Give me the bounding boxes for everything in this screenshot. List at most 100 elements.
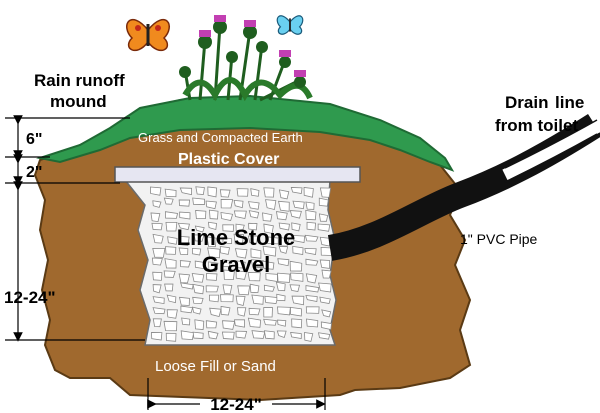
gravel-stone <box>289 260 303 272</box>
butterfly-icon <box>126 18 170 52</box>
dim-cover-label: 2" <box>26 164 42 181</box>
gravel-stone <box>248 222 258 231</box>
gravel-stone <box>219 189 231 198</box>
gravel-stone <box>208 261 219 273</box>
gravel-stone <box>303 186 314 198</box>
gravel-stone <box>178 296 190 306</box>
gravel-label: Lime Stone <box>177 225 296 250</box>
gravel-stone <box>276 211 288 221</box>
gravel-stone <box>304 332 314 342</box>
gravel-label-2: Gravel <box>202 252 271 277</box>
gravel-stone <box>181 317 191 326</box>
gravel-stone <box>265 199 277 211</box>
gravel-stone <box>277 236 290 247</box>
gravel-stone <box>164 188 177 198</box>
gravel-stone <box>277 258 290 267</box>
gravel-stone <box>205 273 218 281</box>
gravel-stone <box>166 294 177 304</box>
gravel-stone <box>305 209 317 221</box>
gravel-stone <box>263 330 275 340</box>
gravel-stone <box>152 284 162 294</box>
gravel-stone <box>291 295 305 306</box>
gravel-stone <box>150 212 161 223</box>
gravel-stone <box>191 247 202 256</box>
gravel-stone <box>305 306 320 314</box>
gravel-stone <box>165 221 178 232</box>
gravel-stone <box>304 248 317 255</box>
gravel-stone <box>318 282 332 293</box>
gravel-stone <box>152 307 166 315</box>
gravel-stone <box>278 200 290 212</box>
drain-line-label: Drain <box>505 93 548 112</box>
gravel-stone <box>290 272 304 282</box>
gravel-stone <box>220 199 234 209</box>
gravel-stone <box>194 260 207 270</box>
gravel-stone <box>191 273 205 283</box>
gravel-stone <box>250 188 260 197</box>
butterfly-icon <box>276 15 304 35</box>
gravel-stone <box>192 197 206 205</box>
gravel-stone <box>220 212 234 221</box>
gravel-stone <box>278 189 290 200</box>
gravel-stone <box>276 330 287 339</box>
gravel-stones <box>150 186 333 342</box>
gravel-stone <box>233 233 244 245</box>
gravel-stone <box>164 258 177 269</box>
gravel-stone <box>290 187 303 194</box>
gravel-stone <box>247 317 262 328</box>
gravel-stone <box>195 186 205 195</box>
gravel-stone <box>319 296 331 304</box>
gravel-stone <box>318 213 329 222</box>
gravel-stone <box>263 318 277 326</box>
gravel-stone <box>180 330 195 341</box>
dimension-arrow-icon <box>147 378 326 410</box>
gravel-stone <box>264 295 279 304</box>
dim-depth-label: 12-24" <box>4 288 56 307</box>
gravel-stone <box>165 246 177 255</box>
rain-runoff-label-2: mound <box>50 92 107 111</box>
gravel-stone <box>319 236 331 247</box>
gravel-stone <box>277 272 291 283</box>
gravel-stone <box>305 258 319 266</box>
gravel-stone <box>178 199 191 207</box>
gravel-stone <box>223 269 235 281</box>
gravel-stone <box>321 269 332 279</box>
dim-mound-label: 6" <box>26 131 42 148</box>
rain-runoff-label: Rain runoff <box>34 71 125 90</box>
gravel-stone <box>292 245 304 255</box>
gravel-stone <box>180 282 194 290</box>
gravel-stone <box>318 197 329 207</box>
gravel-stone <box>278 222 290 231</box>
gravel-stone <box>289 210 302 219</box>
loose-fill-label: Loose Fill or Sand <box>155 358 276 375</box>
gravel-stone <box>194 319 205 330</box>
gravel-stone <box>247 235 259 245</box>
gravel-stone <box>237 285 251 296</box>
drain-line-label-2: line <box>555 93 584 112</box>
gravel-stone <box>290 331 302 339</box>
gravel-stone <box>178 273 190 284</box>
gravel-stone <box>220 305 231 316</box>
gravel-stone <box>277 319 287 327</box>
gravel-stone <box>152 200 162 208</box>
gravel-stone <box>163 320 178 332</box>
gravel-stone <box>163 197 174 205</box>
gravel-stone <box>235 223 245 232</box>
gravel-stone <box>208 221 218 231</box>
dimension-arrow-icon <box>5 115 145 342</box>
gravel-stone <box>222 320 236 330</box>
gravel-stone <box>206 236 217 248</box>
gravel-stone <box>290 306 302 317</box>
gravel-stone <box>320 321 332 331</box>
gravel-stone <box>209 307 222 317</box>
gravel-stone <box>164 283 174 292</box>
gravel-stone <box>235 295 246 306</box>
gravel-stone <box>265 236 279 245</box>
gravel-stone <box>317 223 331 232</box>
gravel-stone <box>321 309 332 318</box>
gravel-stone <box>221 258 231 268</box>
gravel-stone <box>193 234 205 242</box>
gravel-stone <box>263 307 273 318</box>
gravel-stone <box>152 318 162 328</box>
